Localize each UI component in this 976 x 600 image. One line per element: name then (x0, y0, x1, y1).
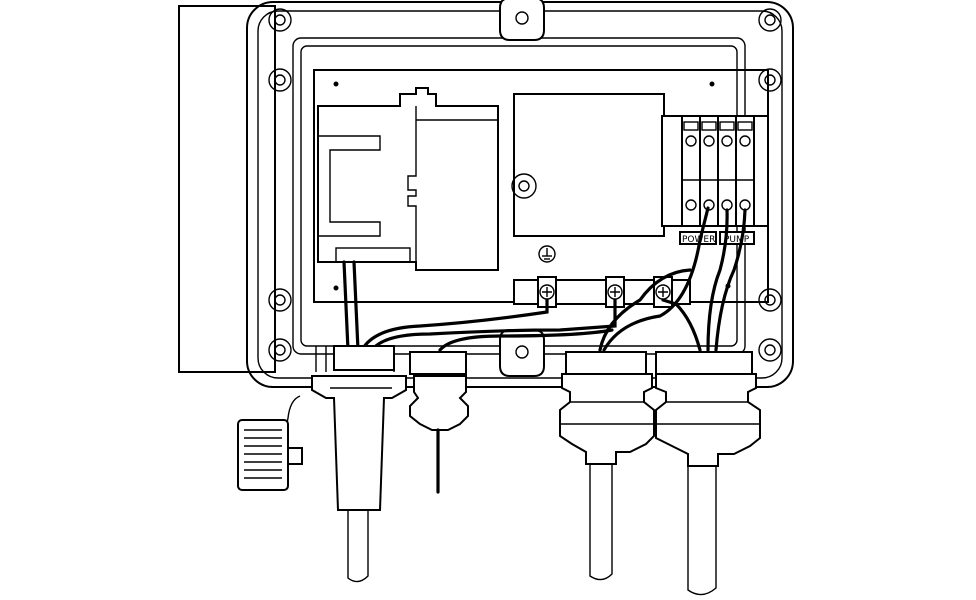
pump-label: PUMP (724, 235, 750, 245)
transformer (511, 93, 665, 237)
sensor-cable (311, 375, 407, 583)
mounting-plate (178, 5, 276, 373)
ground-bar (513, 276, 691, 308)
terminal-block-strip (661, 115, 769, 227)
blanking-cap (237, 395, 303, 491)
large-gland-power (559, 373, 655, 581)
thin-gland (409, 375, 469, 494)
large-gland-pump (655, 373, 761, 596)
internal-wiring (342, 206, 747, 352)
top-lug (499, 0, 545, 41)
cable-entries (315, 345, 753, 375)
ground-symbol-icon (538, 245, 556, 263)
corner-screws (268, 8, 782, 362)
relay-contactor (317, 87, 499, 271)
